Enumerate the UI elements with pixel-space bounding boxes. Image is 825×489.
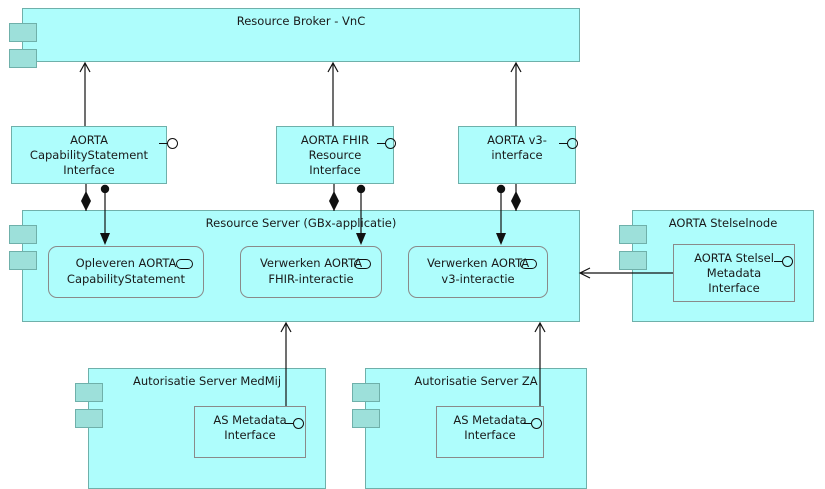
provided-interface-lollipop-icon (285, 418, 307, 430)
function-label: Verwerken AORTA v3-interactie (426, 256, 530, 286)
component-tab-icon (9, 23, 37, 42)
interface-aorta-fhir-resource[interactable]: AORTA FHIR Resource Interface (276, 126, 396, 184)
component-title: Resource Server (GBx-applicatie) (205, 216, 397, 230)
component-autorisatie-server-za[interactable]: Autorisatie Server ZA (352, 368, 587, 489)
interface-as-metadata-za[interactable]: AS Metadata Interface (436, 406, 544, 458)
component-tab-icon (9, 225, 37, 244)
interface-label: AORTA Stelsel Metadata Interface (694, 251, 774, 295)
provided-interface-lollipop-icon (159, 138, 181, 150)
function-verwerken-aorta-fhir-interactie[interactable]: Verwerken AORTA FHIR-interactie (240, 246, 382, 298)
component-resource-broker[interactable]: Resource Broker - VnC (9, 8, 580, 68)
component-tab-icon (75, 383, 103, 402)
component-title: Autorisatie Server MedMij (132, 374, 282, 388)
component-tab-icon (619, 251, 647, 270)
function-verwerken-aorta-v3-interactie[interactable]: Verwerken AORTA v3-interactie (408, 246, 548, 298)
application-service-rounded-icon (354, 259, 371, 269)
component-tab-icon (9, 49, 37, 68)
connector-server-composes-cs-iface (81, 184, 91, 211)
connector-v3-iface-to-broker (510, 61, 522, 126)
connector-fhir-iface-to-broker (327, 61, 339, 126)
interface-as-metadata-medmij[interactable]: AS Metadata Interface (194, 406, 306, 458)
provided-interface-lollipop-icon (774, 256, 796, 268)
interface-aorta-stelsel-metadata[interactable]: AORTA Stelsel Metadata Interface (673, 244, 795, 302)
provided-interface-lollipop-icon (377, 138, 399, 150)
component-tab-icon (9, 251, 37, 270)
connector-cs-iface-to-broker (79, 61, 91, 126)
component-tab-icon (352, 409, 380, 428)
application-service-rounded-icon (520, 259, 537, 269)
interface-label: AS Metadata Interface (213, 413, 287, 442)
component-resource-server[interactable]: Resource Server (GBx-applicatie) (9, 210, 580, 322)
component-tab-icon (352, 383, 380, 402)
connector-server-composes-fhir-iface (329, 184, 339, 211)
component-tab-icon (75, 409, 103, 428)
interface-label: AS Metadata Interface (453, 413, 527, 442)
interface-label: AORTA v3- interface (487, 133, 547, 162)
application-service-rounded-icon (176, 259, 193, 269)
component-title: Resource Broker - VnC (236, 14, 366, 28)
interface-label: AORTA CapabilityStatement Interface (29, 133, 149, 177)
function-label: Opleveren AORTA CapabilityStatement (66, 256, 186, 286)
connector-server-composes-v3-iface (511, 184, 521, 211)
function-opleveren-aorta-capabilitystatement[interactable]: Opleveren AORTA CapabilityStatement (48, 246, 204, 298)
function-label: Verwerken AORTA FHIR-interactie (259, 256, 363, 286)
provided-interface-lollipop-icon (559, 138, 581, 150)
component-title: AORTA Stelselnode (668, 216, 778, 230)
interface-aorta-capabilitystatement[interactable]: AORTA CapabilityStatement Interface (11, 126, 178, 184)
interface-label: AORTA FHIR Resource Interface (300, 133, 370, 177)
component-title: Autorisatie Server ZA (414, 374, 538, 388)
interface-aorta-v3[interactable]: AORTA v3- interface (458, 126, 578, 184)
provided-interface-lollipop-icon (523, 418, 545, 430)
component-tab-icon (619, 225, 647, 244)
